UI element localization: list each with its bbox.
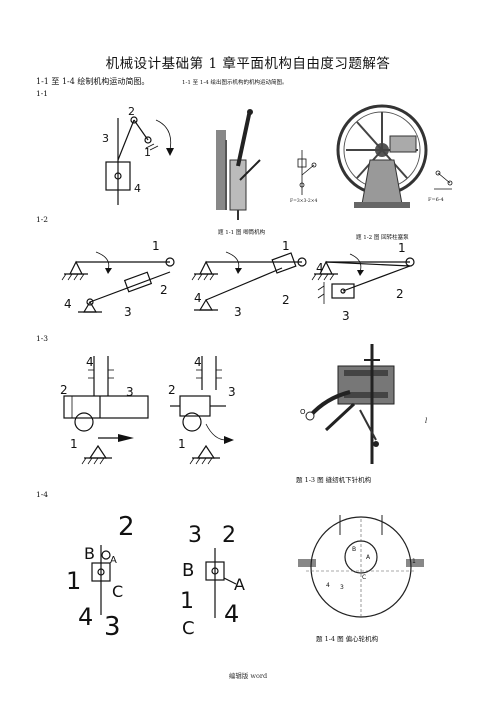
num-1: 1 [152,239,160,253]
diagram-small-left [297,150,317,195]
num-4: 4 [194,291,202,305]
num-1: 1 [180,589,194,614]
num-1: 1 [66,567,81,595]
num-2: 2 [168,383,176,397]
num-2: 2 [128,105,135,118]
formula-right: F=6-4 [428,197,444,203]
num-2: 2 [160,283,168,297]
caption-1-3: 题 1-3 图 缝纫机下针机构 [296,476,372,484]
section-label-1-3: 1-3 [36,334,49,343]
num-3: 3 [188,523,202,548]
label-B: B [182,560,194,581]
label-C: C [362,574,366,581]
num-4: 4 [86,355,94,369]
num-4: 4 [326,582,330,589]
label-A: A [366,554,371,561]
num-2: 2 [396,287,404,301]
section-label-1-1: 1-1 [36,89,49,98]
label-l: l [425,417,428,425]
diagram-small-right [434,170,453,190]
num-3: 3 [104,612,121,642]
figure-wheel-mechanism [336,104,428,208]
diagram-1-2-b: 1 2 3 4 [191,239,307,319]
num-1: 1 [70,437,78,451]
num-1: 1 [398,241,406,255]
diagram-1-1: 2 3 1 4 [102,105,174,205]
num-4: 4 [64,297,72,311]
num-1: 1 [412,558,416,565]
label-B: B [84,544,95,563]
num-4: 4 [78,603,93,631]
diagram-1-3-b: 4 2 3 1 [168,355,236,465]
figure-sewing-needle-mechanism: O [300,344,395,464]
num-3: 3 [126,385,134,399]
figure-eccentric-wheel: B A C 4 3 1 [298,515,424,619]
section-label-1-4: 1-4 [36,490,49,499]
num-2: 2 [118,512,135,542]
section-label-1-2: 1-2 [36,215,49,224]
num-3: 3 [342,309,350,323]
right-header: 1-1 至 1-4 绘出图示机构的机构运动简图。 [182,80,288,86]
num-1: 1 [178,437,186,451]
num-4: 4 [134,182,141,195]
num-3: 3 [124,305,132,319]
num-2: 2 [222,523,236,548]
diagram-1-2-c: 4 1 2 3 [311,241,415,323]
label-C: C [182,618,195,639]
label-O: O [300,408,306,416]
num-4: 4 [316,261,324,275]
caption-1-2: 题 1-2 图 回转柱塞泵 [356,235,409,241]
label-B: B [352,546,356,553]
formula-left: F=3×3-2×4 [290,199,318,204]
num-2: 2 [60,383,68,397]
diagram-1-4-a: 2 B A 1 C 4 3 [66,512,135,642]
label-A: A [110,555,117,566]
diagram-1-4-b: 3 2 B A 1 4 C [180,523,245,639]
num-3: 3 [102,132,109,145]
diagram-1-3-a: 4 3 2 3 1 [60,355,149,465]
diagram-1-2-a: 1 2 3 4 [61,239,175,319]
figure-pump-mechanism [210,100,270,220]
page-title: 机械设计基础第 1 章平面机构自由度习题解答 [105,56,391,72]
num-1: 1 [144,146,151,159]
left-header: 1-1 至 1-4 绘制机构运动简图。 [36,77,150,86]
caption-1-4: 题 1-4 图 偏心轮机构 [316,635,379,643]
num-1: 1 [282,239,290,253]
num-3: 3 [228,385,236,399]
num-3: 3 [340,584,344,591]
num-4: 4 [224,600,239,628]
footer: 编辑版 word [228,672,268,680]
label-A: A [234,575,245,594]
num-2: 2 [282,293,290,307]
label-C: C [112,582,123,601]
caption-1-1: 题 1-1 图 唧筒机构 [218,230,266,236]
num-3: 3 [234,305,242,319]
num-4: 4 [194,355,202,369]
